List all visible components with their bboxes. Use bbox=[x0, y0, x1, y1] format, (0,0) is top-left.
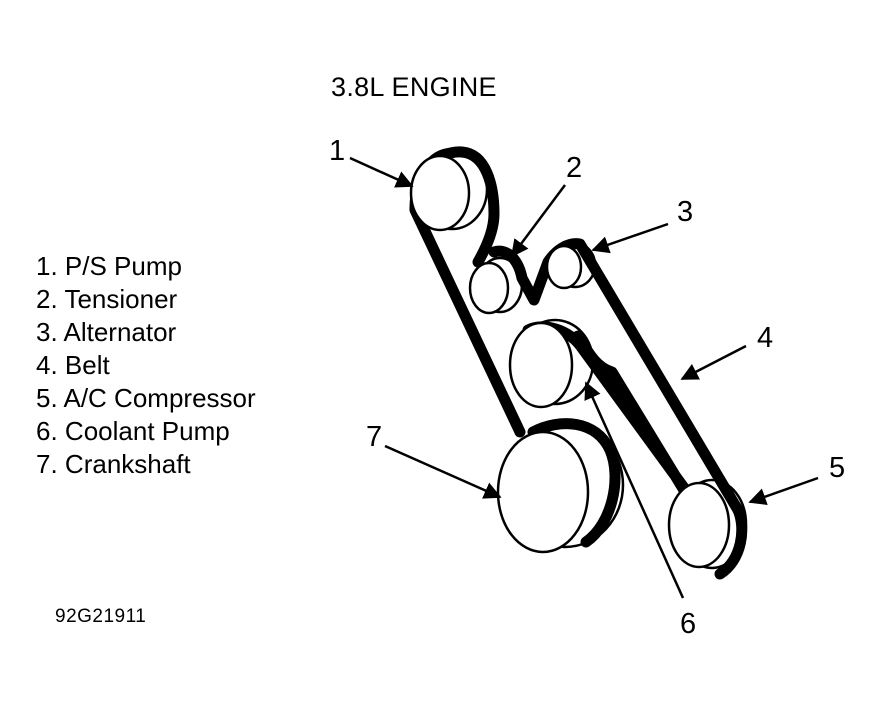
coolant-pump-pulley bbox=[508, 321, 574, 409]
legend-item-ps-pump: 1. P/S Pump bbox=[36, 251, 182, 281]
component-legend: 1. P/S Pump 2. Tensioner 3. Alternator 4… bbox=[36, 250, 256, 481]
callout-4-label: 4 bbox=[757, 322, 773, 354]
callout-3-label: 3 bbox=[677, 196, 693, 228]
ac-compressor-pulley bbox=[667, 481, 731, 569]
legend-item-ac-compressor: 5. A/C Compressor bbox=[36, 383, 256, 413]
callout-5-label: 5 bbox=[829, 452, 845, 484]
diagram-title: 3.8L ENGINE bbox=[331, 72, 497, 102]
callout-1-leader bbox=[349, 156, 414, 188]
callout-3-leader bbox=[591, 222, 669, 254]
callout-1-label: 1 bbox=[329, 135, 345, 167]
callout-5-leader bbox=[748, 476, 819, 506]
callout-4-leader bbox=[680, 344, 747, 381]
tensioner-pulley bbox=[468, 261, 510, 315]
callout-7-label: 7 bbox=[366, 421, 382, 453]
crankshaft-pulley bbox=[496, 430, 590, 554]
legend-item-coolant-pump: 6. Coolant Pump bbox=[36, 416, 230, 446]
legend-item-belt: 4. Belt bbox=[36, 350, 110, 380]
figure-code: 92G21911 bbox=[55, 606, 147, 627]
ps-pump-pulley bbox=[409, 154, 471, 232]
legend-item-tensioner: 2. Tensioner bbox=[36, 284, 178, 314]
callout-7-leader bbox=[384, 444, 502, 499]
callout-6-leader bbox=[584, 381, 685, 599]
alternator-pulley bbox=[545, 244, 583, 290]
callout-2-leader bbox=[510, 184, 567, 258]
callout-2-label: 2 bbox=[566, 152, 582, 184]
legend-item-crankshaft: 7. Crankshaft bbox=[36, 449, 191, 479]
legend-item-alternator: 3. Alternator bbox=[36, 317, 177, 347]
callout-6-label: 6 bbox=[680, 608, 696, 640]
